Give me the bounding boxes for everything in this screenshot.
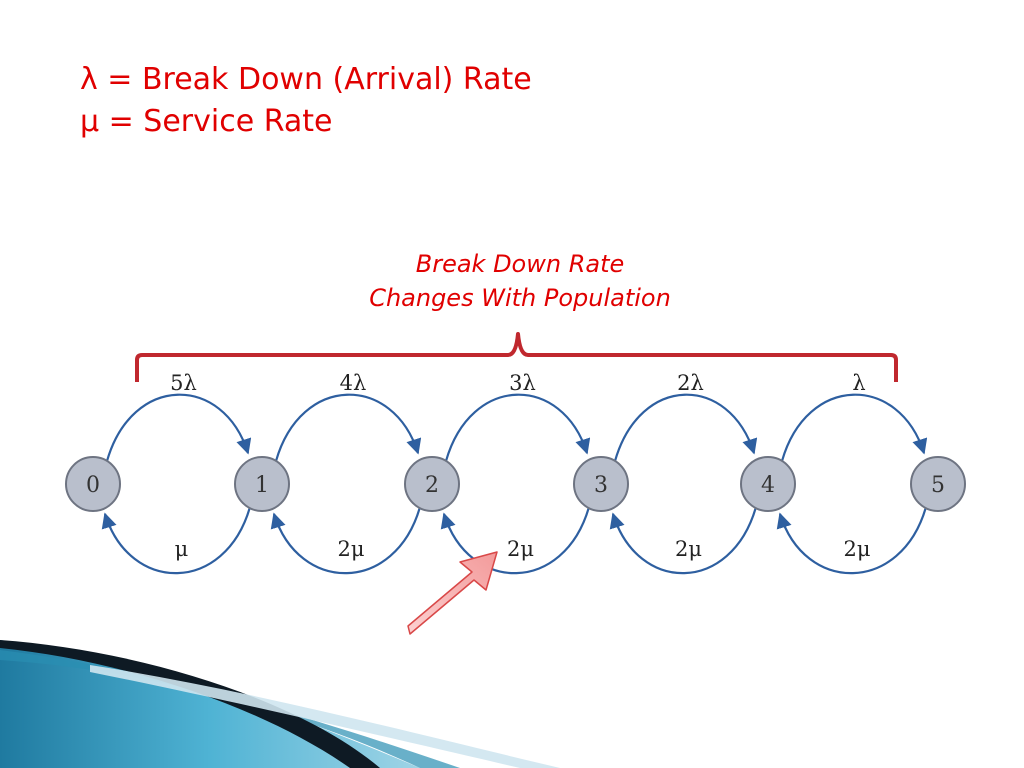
population-brace	[135, 332, 898, 382]
backward-transition-arc	[101, 506, 252, 575]
forward-transition-arc	[780, 393, 928, 462]
state-node	[404, 456, 460, 512]
state-node-label: 0	[86, 473, 100, 498]
backward-transition-arc	[776, 506, 928, 575]
forward-transition-arc	[444, 393, 591, 462]
backward-transition-arc	[440, 506, 591, 575]
state-node-label: 1	[255, 473, 269, 498]
state-node	[234, 456, 290, 512]
arrow-up-right-icon	[407, 551, 498, 635]
forward-transition-arc	[105, 393, 252, 462]
forward-rate-label: 4λ	[340, 371, 367, 395]
forward-rate-label: 2λ	[677, 371, 704, 395]
backward-rate-label: μ	[175, 537, 189, 561]
forward-rate-label: 3λ	[509, 371, 536, 395]
forward-rate-label: λ	[852, 371, 865, 395]
forward-transition-arc	[613, 393, 758, 462]
decorative-bottom-wave	[0, 640, 560, 768]
state-node	[65, 456, 121, 512]
callout-title-line1: Break Down Rate	[415, 250, 625, 278]
legend-mu-definition: μ = Service Rate	[80, 104, 333, 139]
backward-transition-arc	[609, 506, 758, 575]
backward-rate-label: 2μ	[507, 537, 534, 561]
state-node-label: 3	[594, 473, 608, 498]
legend-lambda-definition: λ = Break Down (Arrival) Rate	[80, 62, 532, 97]
backward-rate-label: 2μ	[337, 537, 364, 561]
state-node	[910, 456, 966, 512]
forward-rate-label: 5λ	[170, 371, 197, 395]
state-node-label: 5	[931, 473, 945, 498]
backward-rate-label: 2μ	[675, 537, 702, 561]
state-node-label: 4	[761, 473, 775, 498]
state-node	[740, 456, 796, 512]
callout-title-line2: Changes With Population	[369, 284, 671, 312]
state-node-label: 2	[425, 473, 439, 498]
state-node	[573, 456, 629, 512]
forward-transition-arc	[274, 393, 422, 462]
backward-transition-arc	[270, 506, 422, 575]
backward-rate-label: 2μ	[843, 537, 870, 561]
